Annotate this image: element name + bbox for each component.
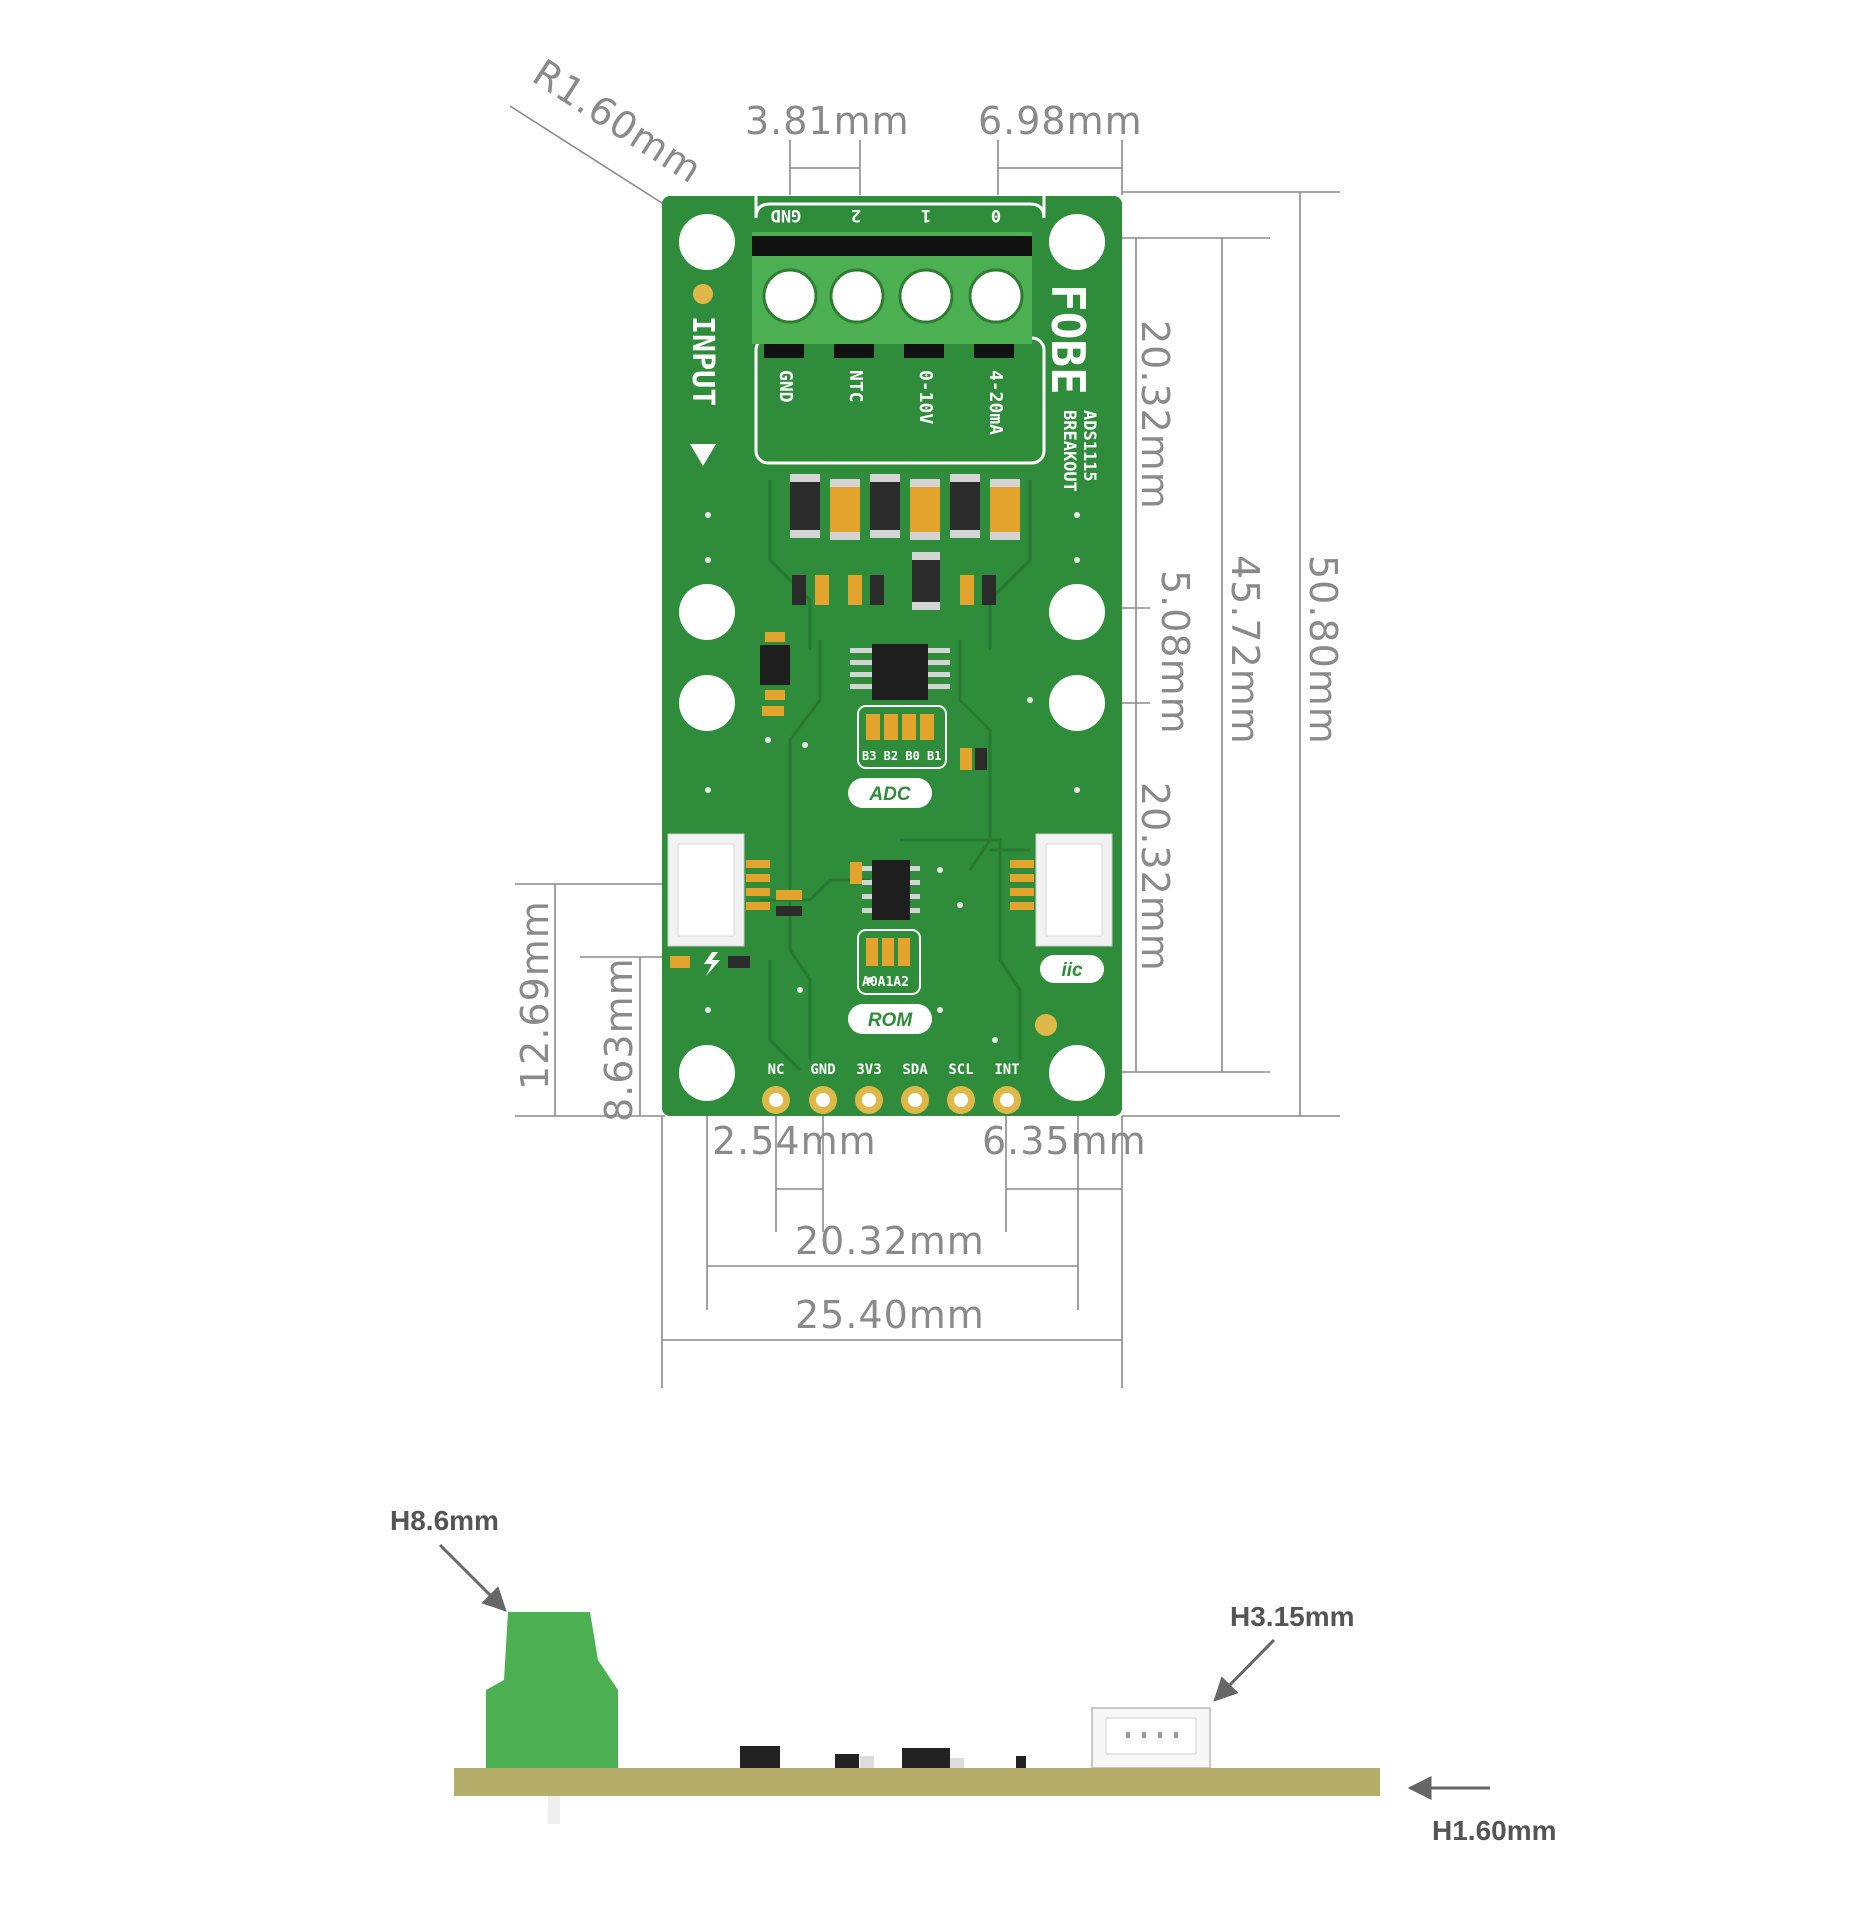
dim-mid-hole-gap: 5.08mm [1153,570,1197,735]
power-icon [704,952,720,976]
rom-chip [850,860,920,920]
screw-terminal[interactable] [762,268,818,324]
dim-terminal-pitch: 3.81mm [745,99,910,143]
pcb-traces [760,480,1032,1072]
adc-chip [760,632,950,716]
dim-connector-offset: 8.63mm [597,957,641,1122]
rom-jumper-labels: A0A1A2 [862,975,909,990]
dim-corner-radius: R1.60mm [525,51,710,192]
dim-header-pitch: 2.54mm [712,1119,877,1163]
mounting-hole [1049,675,1105,731]
fobe-logo: FOBE [1041,284,1095,395]
side-terminal-block [486,1612,618,1768]
rom-jumper-pads [866,938,910,966]
mounting-hole [1049,584,1105,640]
dim-top-hole-to-mid: 20.32mm [1133,320,1177,510]
terminal-bottom-labels: GND NTC 0-10V 4-20mA [775,370,1006,435]
side-connector [1091,1707,1211,1769]
smd-components [790,474,1020,610]
mounting-hole [679,214,735,270]
terminal-top-label: 0 [991,205,1001,225]
header-pins: NC GND 3V3 SDA SCL INT [762,1062,1021,1114]
dim-header-offset: 6.35mm [982,1119,1147,1163]
right-i2c-connector[interactable] [1010,833,1113,947]
dim-board-width: 25.40mm [795,1293,985,1337]
pcb-top-view: GND 2 1 0 GND NTC 0-10V 4-20mA INPUT FOB… [662,196,1122,1116]
iic-badge [1040,955,1104,983]
adc-badge [848,778,932,808]
pcb-thickness-label: H1.60mm [1432,1815,1557,1846]
rom-badge [848,1004,932,1034]
header-pin-label: SDA [902,1062,928,1078]
terminal-bottom-label: NTC [845,370,866,403]
screw-terminal[interactable] [968,268,1024,324]
header-pin-label: NC [768,1062,785,1078]
screw-terminal[interactable] [829,268,885,324]
status-pad [1035,1014,1057,1036]
terminal-screws [762,268,1024,324]
dim-board-height: 50.80mm [1301,555,1345,745]
iic-label: iic [1061,960,1083,981]
terminal-bottom-label: 4-20mA [985,370,1006,435]
dim-mid-to-bottom-hole: 20.32mm [1133,782,1177,972]
screw-terminal[interactable] [898,268,954,324]
terminal-top-labels: GND 2 1 0 [771,205,1001,225]
terminal-top-label: 1 [921,205,931,225]
header-pin-label: INT [994,1062,1019,1078]
mounting-hole [679,675,735,731]
mounting-hole [679,1045,735,1101]
dim-connector-height: 12.69mm [513,900,557,1090]
terminal-top-label: GND [771,205,802,225]
connector-height-label: H3.15mm [1230,1601,1355,1632]
terminal-bottom-label: GND [775,370,796,403]
adc-jumper-labels: B3 B2 B0 B1 [862,749,941,763]
input-arrow-icon [690,444,716,466]
mounting-hole [1049,214,1105,270]
dim-hole-span-vertical: 45.72mm [1223,555,1267,745]
rom-label: ROM [868,1010,914,1031]
product-line2: ADS1115 [1079,410,1099,482]
mounting-hole [1049,1045,1105,1101]
dim-hole-span-horizontal: 20.32mm [795,1219,985,1263]
mounting-holes [679,214,1105,1101]
pcb-side-view: H8.6mm H3.15mm H1.60mm [390,1505,1557,1846]
header-pin-label: SCL [948,1062,973,1078]
mounting-hole [679,584,735,640]
terminal-height-label: H8.6mm [390,1505,499,1536]
input-label: INPUT [685,316,720,406]
header-pin-label: GND [810,1062,835,1078]
left-i2c-connector[interactable] [667,833,802,947]
adc-label: ADC [868,784,910,805]
adc-jumper-pads [866,714,934,740]
header-pin-label: 3V3 [856,1062,881,1078]
terminal-bottom-label: 0-10V [915,370,936,424]
product-line1: BREAKOUT [1059,410,1079,492]
dim-terminal-offset: 6.98mm [978,99,1143,143]
dimension-lines: R1.60mm 3.81mm 6.98mm 20.32mm 5.08mm 20.… [509,51,1345,1388]
side-pcb-board [454,1768,1380,1796]
indicator-pad [693,284,713,304]
terminal-top-label: 2 [851,205,861,225]
